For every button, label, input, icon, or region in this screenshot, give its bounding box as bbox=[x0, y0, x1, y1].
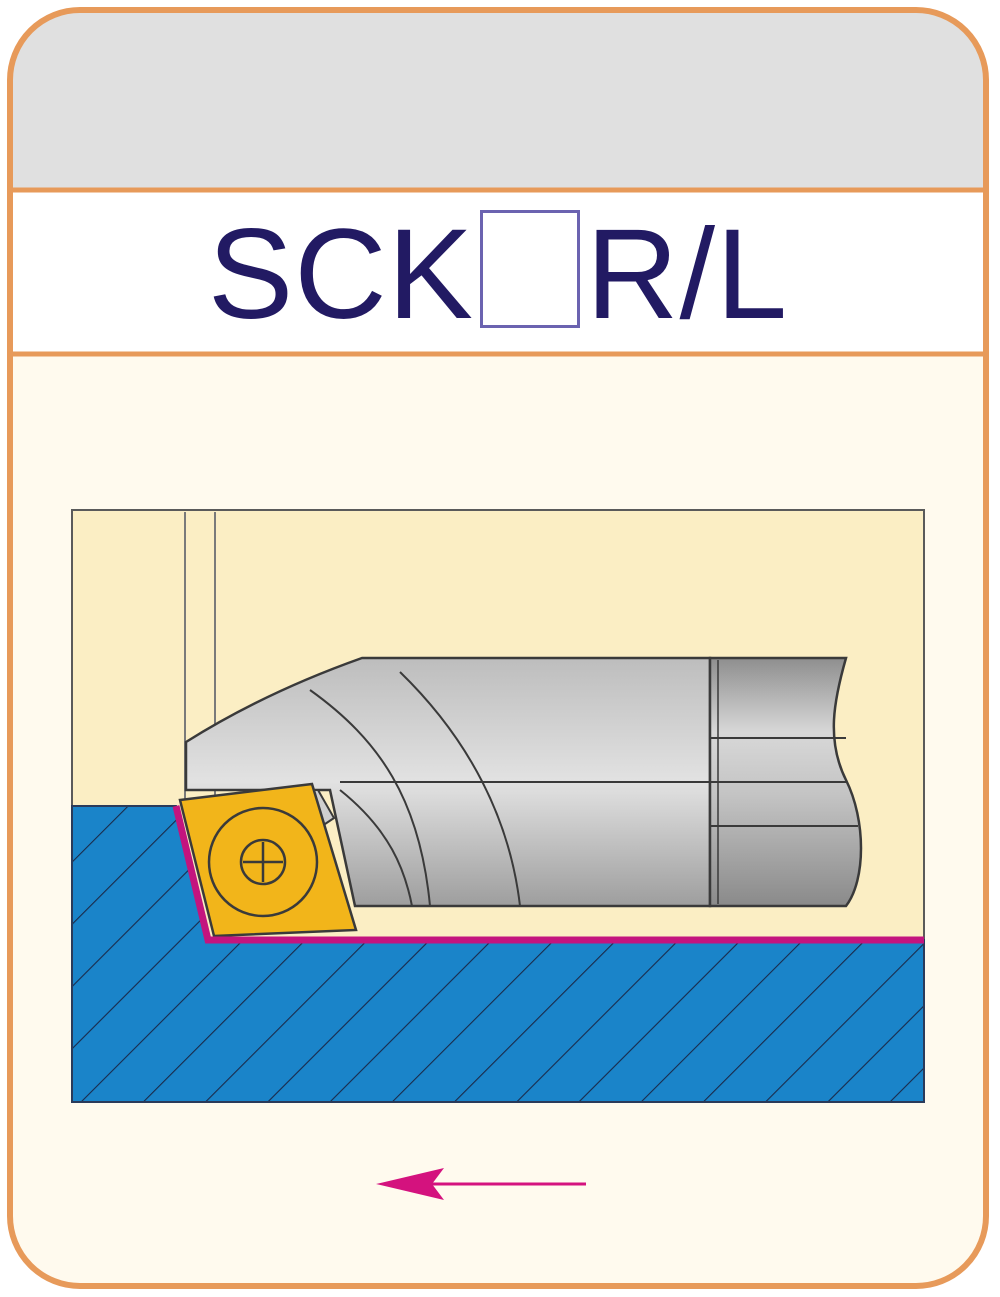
page-title: SCK R/L bbox=[10, 195, 986, 355]
placeholder-box-icon bbox=[480, 210, 580, 328]
tool-contour bbox=[309, 689, 431, 907]
screw-icon bbox=[239, 838, 287, 886]
boring-diagram bbox=[71, 509, 925, 1103]
card-frame bbox=[7, 7, 989, 1289]
tool-contour bbox=[339, 789, 413, 907]
header-band bbox=[10, 10, 986, 188]
cut-path bbox=[172, 805, 924, 944]
arrow-left-icon bbox=[376, 1168, 586, 1200]
title-prefix: SCK bbox=[207, 203, 474, 346]
title-suffix: R/L bbox=[586, 203, 789, 346]
